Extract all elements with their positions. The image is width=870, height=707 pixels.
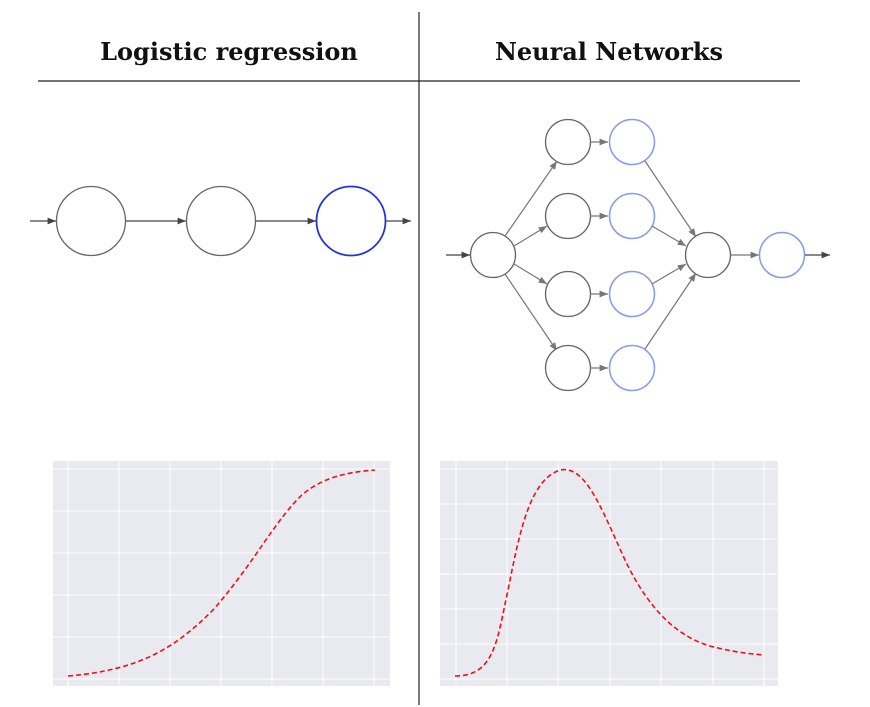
nn-edge-a4-sum [644, 272, 697, 350]
nn-activation-node-3 [608, 270, 656, 318]
nn-activation-node-2 [608, 192, 656, 240]
nn-edge-in-h2 [513, 225, 548, 247]
nn-plot-grid [440, 461, 778, 686]
nn-hidden-node-4 [544, 344, 592, 392]
lr-hidden-node [185, 185, 257, 257]
logistic-regression-diagram [30, 185, 411, 257]
nn-edge-in-h4 [504, 273, 558, 352]
logistic-regression-header: Logistic regression [100, 37, 358, 66]
nn-edge-a1-sum [644, 160, 697, 238]
nn-output-node [758, 231, 806, 279]
nn-input-node [469, 231, 517, 279]
neural-network-diagram [446, 118, 830, 392]
nn-hidden-node-2 [544, 192, 592, 240]
nn-bump-curve [454, 468, 765, 677]
nn-edge-a3-sum [651, 263, 687, 285]
nn-hidden-node-1 [544, 118, 592, 166]
neural-networks-header: Neural Networks [494, 37, 724, 66]
lr-plot-grid [53, 461, 390, 686]
lr-output-node [315, 185, 387, 257]
nn-activation-node-4 [608, 344, 656, 392]
nn-edge-in-h1 [504, 160, 558, 237]
nn-sum-node [684, 231, 732, 279]
lr-input-node [55, 185, 127, 257]
nn-edge-in-h3 [513, 263, 548, 285]
logistic-regression-plot [53, 461, 390, 686]
nn-activation-node-1 [608, 118, 656, 166]
nn-edge-a2-sum [651, 225, 687, 247]
neural-network-plot [440, 461, 778, 686]
nn-hidden-node-3 [544, 270, 592, 318]
lr-sigmoid-curve [67, 469, 376, 677]
